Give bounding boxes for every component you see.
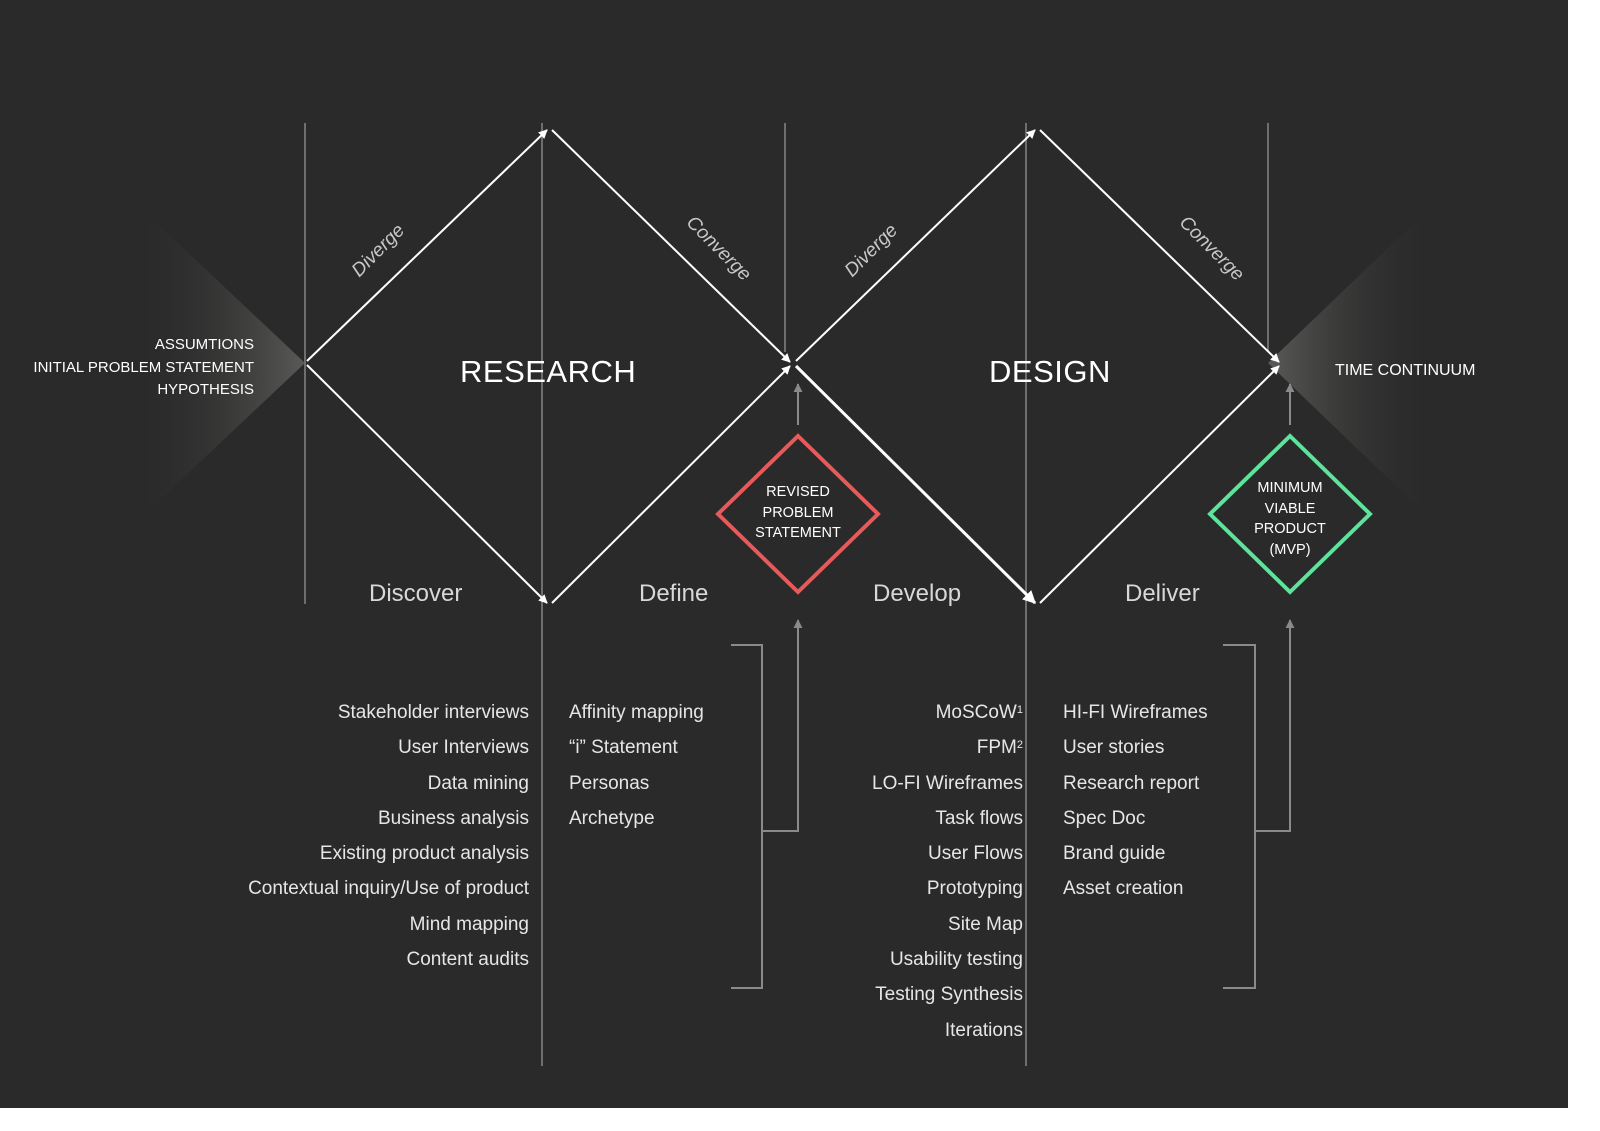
research-title: RESEARCH bbox=[460, 354, 637, 389]
list-item: User stories bbox=[1063, 737, 1165, 759]
phase-define: Define bbox=[639, 580, 709, 607]
list-item: Data mining bbox=[427, 772, 529, 794]
list-item: Business analysis bbox=[377, 807, 529, 829]
mvp-line-2: VIABLE bbox=[1264, 500, 1316, 517]
list-item: “i” Statement bbox=[569, 737, 678, 759]
define-connectors bbox=[731, 383, 803, 989]
list-item: Usability testing bbox=[889, 949, 1023, 971]
list-item: Research report bbox=[1063, 772, 1200, 794]
list-item: Prototyping bbox=[926, 878, 1023, 900]
time-continuum-label: TIME CONTINUUM bbox=[1335, 362, 1476, 379]
list-item: Brand guide bbox=[1063, 843, 1166, 865]
list-item: Testing Synthesis bbox=[875, 984, 1023, 1006]
list-item: Affinity mapping bbox=[569, 702, 704, 723]
list-item: Task flows bbox=[935, 807, 1023, 829]
list-item: User Interviews bbox=[398, 737, 529, 759]
double-diamond-diagram: ASSUMTIONS INITIAL PROBLEM STATEMENT HYP… bbox=[0, 0, 1568, 1108]
mvp-text: MINIMUM VIABLE PRODUCT (MVP) bbox=[1220, 478, 1360, 560]
left-context-labels: ASSUMTIONS INITIAL PROBLEM STATEMENT HYP… bbox=[33, 334, 254, 402]
list-item: Spec Doc bbox=[1063, 807, 1146, 829]
initial-problem-label: INITIAL PROBLEM STATEMENT bbox=[33, 358, 254, 376]
design-title: DESIGN bbox=[989, 354, 1111, 389]
list-item: User Flows bbox=[927, 843, 1023, 865]
revised-problem-diamond bbox=[715, 433, 881, 595]
revised-line-2: PROBLEM bbox=[762, 504, 834, 521]
list-item: Asset creation bbox=[1063, 878, 1184, 900]
deliver-connectors bbox=[1223, 383, 1295, 989]
assumptions-label: ASSUMTIONS bbox=[154, 336, 254, 353]
mvp-diamond bbox=[1207, 433, 1373, 595]
revised-line-1: REVISED bbox=[766, 484, 830, 500]
list-item: Existing product analysis bbox=[319, 843, 529, 865]
list-item: Contextual inquiry/Use of product bbox=[248, 878, 529, 900]
define-methods-list: Affinity mapping “i” Statement Personas … bbox=[569, 701, 704, 842]
revised-problem-text: REVISED PROBLEM STATEMENT bbox=[728, 482, 868, 544]
revised-line-3: STATEMENT bbox=[755, 525, 841, 541]
develop-methods-list: MoSCoW1 FPM2 LO-FI Wireframes Task flows… bbox=[872, 701, 1023, 1054]
list-item: MoSCoW1 bbox=[935, 702, 1023, 723]
list-item: HI-FI Wireframes bbox=[1063, 702, 1208, 723]
list-item: Personas bbox=[569, 772, 650, 794]
deliver-methods-list: HI-FI Wireframes User stories Research r… bbox=[1063, 701, 1208, 913]
list-item: Content audits bbox=[406, 949, 529, 971]
hypothesis-label: HYPOTHESIS bbox=[157, 381, 254, 398]
diagram-graphics bbox=[130, 123, 1440, 1066]
phase-discover: Discover bbox=[369, 580, 463, 607]
discover-methods-list: Stakeholder interviews User Interviews D… bbox=[248, 701, 529, 983]
list-item: Iterations bbox=[944, 1019, 1023, 1041]
list-item: Mind mapping bbox=[409, 913, 529, 935]
list-item: Site Map bbox=[948, 913, 1023, 935]
mvp-line-3: PRODUCT bbox=[1254, 521, 1326, 537]
list-item: FPM2 bbox=[976, 737, 1023, 759]
list-item: LO-FI Wireframes bbox=[872, 772, 1023, 794]
diamond-arrows bbox=[306, 129, 1280, 605]
mvp-line-4: (MVP) bbox=[1269, 541, 1311, 558]
phase-deliver: Deliver bbox=[1125, 580, 1200, 607]
list-item: Stakeholder interviews bbox=[337, 702, 529, 723]
left-gradient-wedge bbox=[130, 198, 305, 528]
right-gradient-wedge bbox=[1268, 198, 1440, 528]
mvp-line-1: MINIMUM bbox=[1257, 480, 1323, 496]
list-item: Archetype bbox=[569, 807, 655, 829]
phase-develop: Develop bbox=[873, 580, 962, 607]
